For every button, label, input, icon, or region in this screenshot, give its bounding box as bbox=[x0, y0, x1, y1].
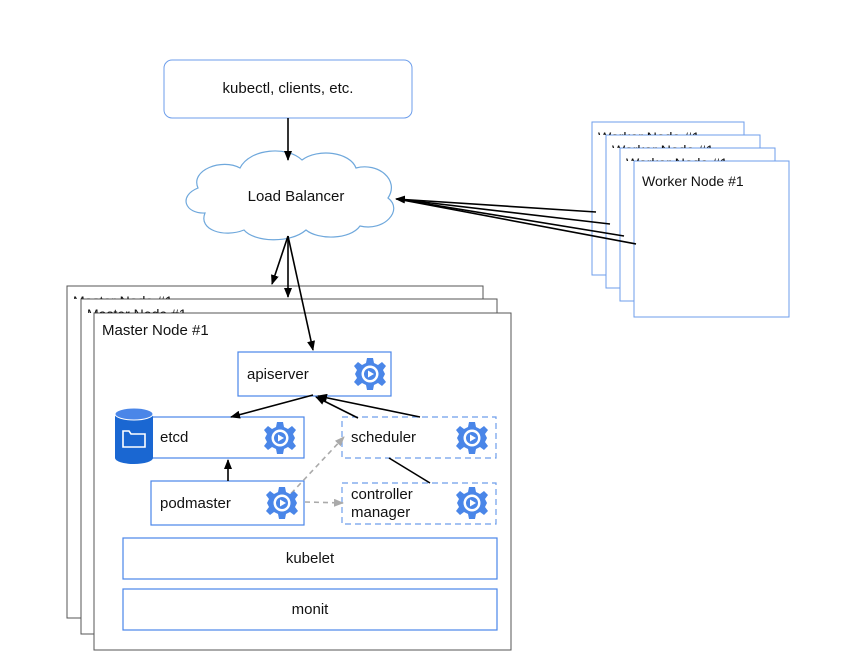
kubelet-box bbox=[122, 537, 498, 580]
master-node-title: Master Node #1 bbox=[102, 322, 209, 339]
master-node-back-2-title: Master Node #1 bbox=[73, 292, 213, 299]
apiserver-label: apiserver bbox=[247, 366, 309, 383]
lb-to-master-arrows bbox=[271, 235, 315, 351]
controller-manager-label-line1: controller bbox=[351, 486, 413, 503]
worker-node-back-1-title: Worker Node #1 bbox=[626, 154, 775, 161]
etcd-gear-icon bbox=[264, 422, 296, 454]
podmaster-gear-icon bbox=[266, 487, 298, 519]
worker-to-lb-arrows bbox=[395, 195, 637, 245]
kubelet-label: kubelet bbox=[285, 550, 335, 567]
podmaster-label: podmaster bbox=[160, 495, 231, 512]
worker-node-stack bbox=[591, 121, 790, 318]
worker-node-back-3-title: Worker Node #1 bbox=[598, 128, 744, 135]
database-folder-icon bbox=[114, 407, 154, 464]
monit-label: monit bbox=[291, 601, 329, 618]
worker-node-card bbox=[633, 160, 790, 318]
controller-manager-label-line2: manager bbox=[351, 504, 411, 521]
clients-label: kubectl, clients, etc. bbox=[222, 80, 354, 97]
load-balancer-cloud bbox=[185, 150, 395, 241]
master-node-back-1-title: Master Node #1 bbox=[87, 305, 227, 313]
etcd-label: etcd bbox=[160, 429, 189, 446]
load-balancer-label: Load Balancer bbox=[247, 188, 345, 205]
worker-node-title: Worker Node #1 bbox=[642, 173, 744, 189]
scheduler-gear-icon bbox=[456, 422, 488, 454]
apiserver-gear-icon bbox=[354, 358, 386, 390]
scheduler-label: scheduler bbox=[351, 429, 417, 446]
worker-node-back-2-title: Worker Node #1 bbox=[612, 141, 760, 148]
controller-manager-gear-icon bbox=[456, 487, 488, 519]
monit-box bbox=[122, 588, 498, 631]
component-arrows bbox=[224, 393, 431, 507]
